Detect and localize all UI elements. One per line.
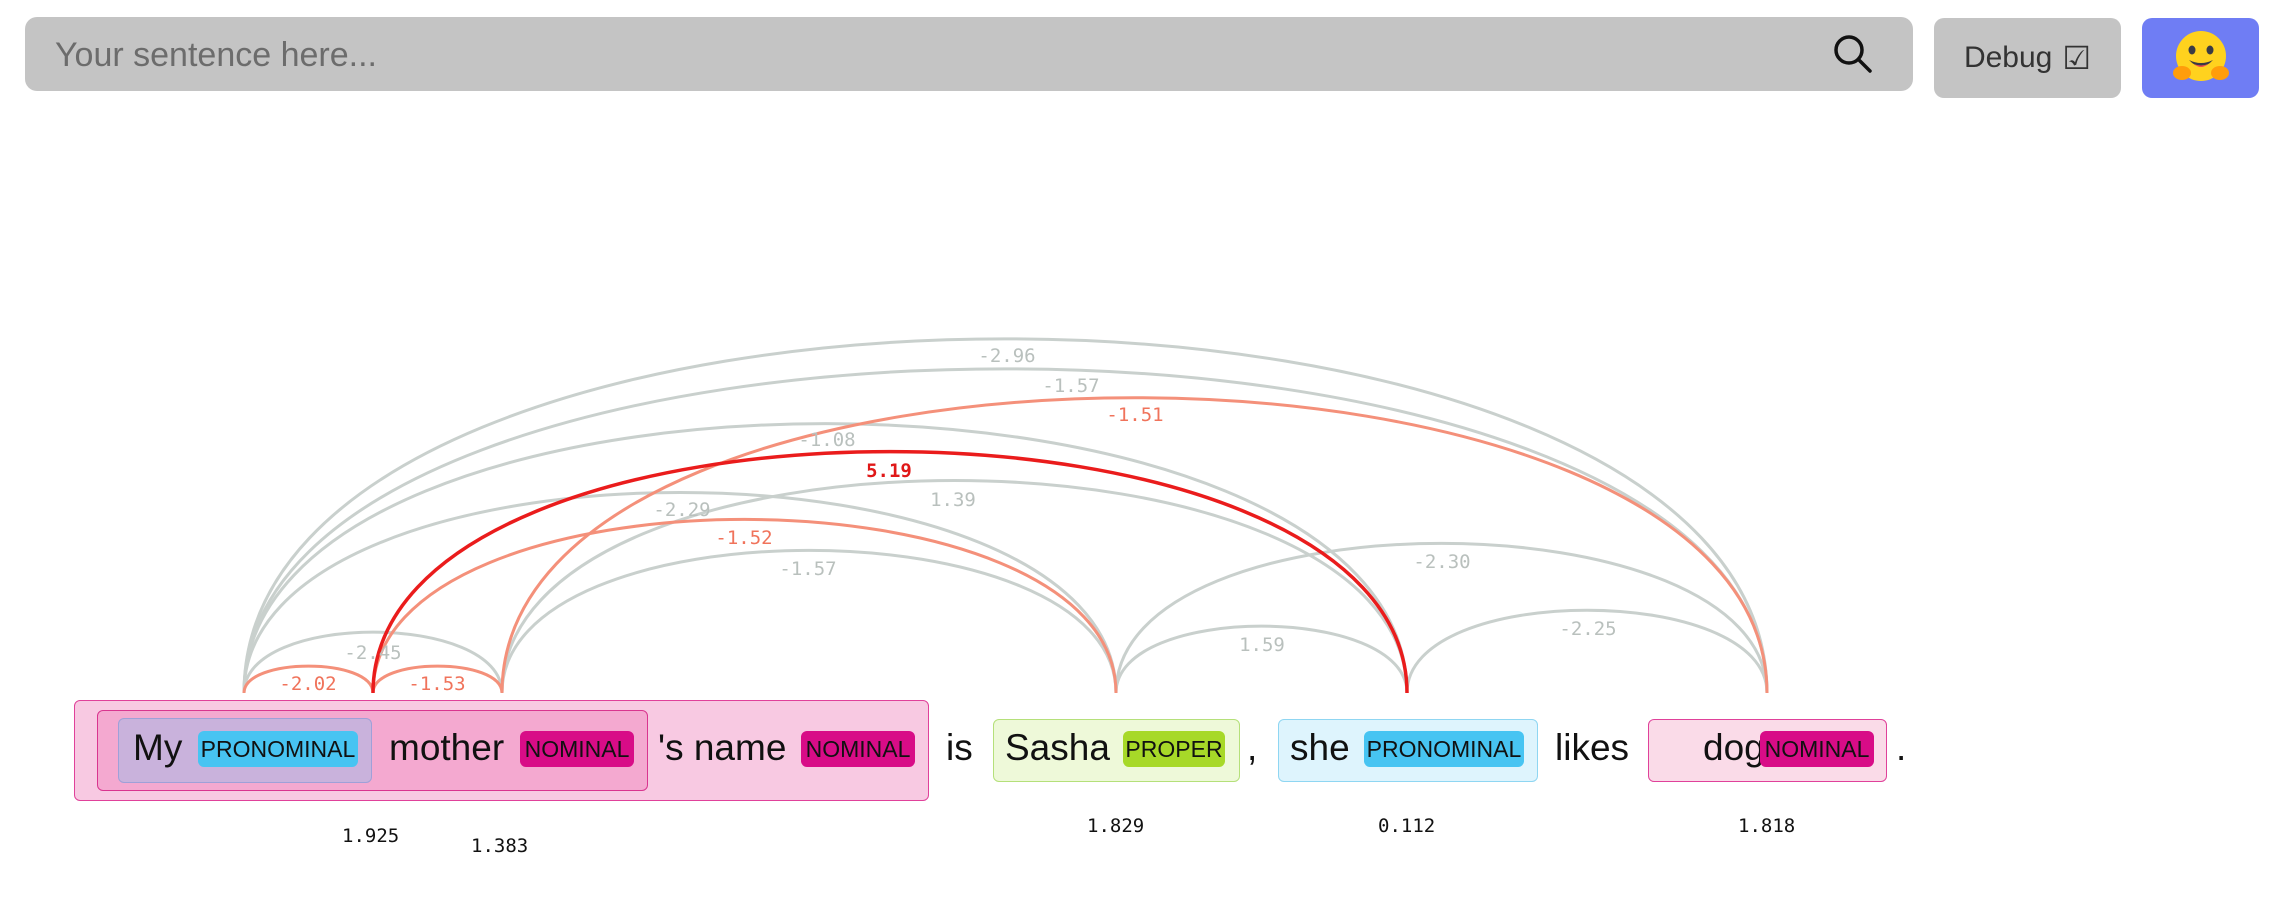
token-mother: mother bbox=[389, 727, 505, 768]
score-label: 1.829 bbox=[1087, 815, 1145, 837]
coreference-arc bbox=[371, 518, 1118, 694]
token-comma: , bbox=[1247, 727, 1258, 768]
score-label: 1.383 bbox=[471, 835, 529, 857]
token-likes: likes bbox=[1555, 727, 1630, 768]
sentence-input[interactable] bbox=[53, 17, 1837, 93]
tag-proper: PROPER bbox=[1123, 731, 1225, 767]
hugging-face-logo-icon bbox=[2173, 31, 2229, 81]
arc-score-label: -2.45 bbox=[344, 642, 401, 664]
arc-score-label: -1.53 bbox=[408, 673, 465, 695]
arc-score-label: 1.59 bbox=[1239, 634, 1285, 656]
token-s-name: 's name bbox=[658, 727, 787, 768]
score-label: 1.925 bbox=[342, 825, 400, 847]
arc-score-label: 1.39 bbox=[930, 489, 976, 511]
score-label: 0.112 bbox=[1378, 815, 1436, 837]
debug-toggle-button[interactable]: Debug ☑ bbox=[1934, 18, 2121, 98]
arc-score-label: -1.52 bbox=[715, 527, 772, 549]
arc-score-label: -2.29 bbox=[653, 499, 710, 521]
arc-score-label: -1.57 bbox=[1042, 375, 1099, 397]
search-icon[interactable] bbox=[1830, 31, 1876, 77]
coreference-arc bbox=[371, 449, 1409, 694]
search-bar bbox=[25, 17, 1913, 93]
score-label: 1.818 bbox=[1738, 815, 1796, 837]
arc-score-label: -1.08 bbox=[798, 429, 855, 451]
tag-pronominal: PRONOMINAL bbox=[198, 731, 358, 767]
coreference-arc bbox=[242, 664, 375, 694]
coreference-arc bbox=[500, 479, 1409, 694]
coreference-arc bbox=[242, 422, 1409, 694]
tag-nominal: NOMINAL bbox=[520, 731, 634, 767]
tag-nominal: NOMINAL bbox=[801, 731, 915, 767]
token-my: My bbox=[133, 727, 183, 768]
coreference-arc bbox=[242, 630, 504, 694]
arc-score-label: -2.25 bbox=[1559, 618, 1616, 640]
arc-score-label: -2.02 bbox=[279, 673, 336, 695]
token-sasha: Sasha bbox=[1005, 727, 1110, 768]
coreference-arc bbox=[242, 337, 1769, 694]
coreference-arc bbox=[242, 491, 1118, 694]
coreference-arc bbox=[500, 548, 1118, 694]
arc-score-label: -1.57 bbox=[779, 558, 836, 580]
token-period: . bbox=[1896, 727, 1907, 768]
coreference-arc bbox=[1114, 542, 1769, 694]
coreference-arc bbox=[371, 664, 504, 694]
coreference-arc bbox=[1405, 608, 1769, 694]
hugging-face-button[interactable] bbox=[2142, 18, 2259, 98]
tag-nominal: NOMINAL bbox=[1760, 731, 1874, 767]
token-is: is bbox=[946, 727, 973, 768]
arc-score-label: -1.51 bbox=[1106, 404, 1163, 426]
tag-pronominal: PRONOMINAL bbox=[1364, 731, 1524, 767]
coreference-arc bbox=[242, 367, 1769, 694]
checkbox-icon: ☑ bbox=[2062, 39, 2092, 77]
coreference-arc bbox=[1114, 624, 1409, 694]
arc-score-label: -2.96 bbox=[978, 345, 1035, 367]
arc-score-label: -2.30 bbox=[1413, 551, 1470, 573]
toolbar: Debug ☑ bbox=[0, 0, 2282, 120]
coreference-arc bbox=[500, 396, 1769, 694]
token-she: she bbox=[1290, 727, 1350, 768]
arc-score-label: 5.19 bbox=[866, 460, 912, 482]
debug-label: Debug bbox=[1963, 41, 2053, 74]
